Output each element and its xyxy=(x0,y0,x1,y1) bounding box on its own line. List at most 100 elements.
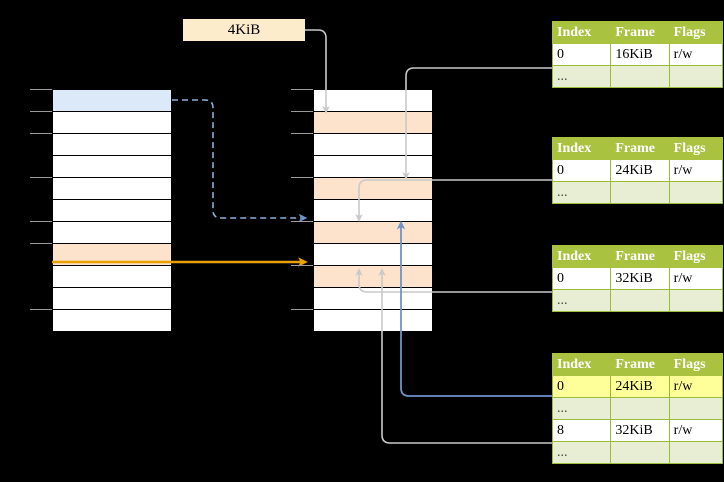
table-cell: 24KiB xyxy=(610,159,670,182)
table-cell xyxy=(610,289,670,312)
memory-cell xyxy=(313,221,433,244)
table-cell: ... xyxy=(551,65,612,88)
table-cell: 32KiB xyxy=(610,267,670,290)
column-header-index: Index xyxy=(551,353,612,376)
memory-cell xyxy=(313,155,433,178)
memory-cell xyxy=(313,199,433,222)
table-cell xyxy=(668,441,724,464)
memory-cell xyxy=(52,265,172,288)
page-size-label: 4KiB xyxy=(183,19,305,41)
memory-cell xyxy=(52,221,172,244)
memory-cell xyxy=(313,177,433,200)
table-cell: 0 xyxy=(551,375,612,398)
memory-cell xyxy=(313,111,433,134)
column-header-frame: Frame xyxy=(610,137,670,160)
table-cell: 0 xyxy=(551,43,612,66)
row-tick xyxy=(30,133,52,134)
page-size-label-text: 4KiB xyxy=(227,22,261,38)
memory-cell xyxy=(52,155,172,178)
column-header-frame: Frame xyxy=(610,21,670,44)
memory-cell xyxy=(313,133,433,156)
table-cell xyxy=(610,397,670,420)
row-tick xyxy=(291,89,313,90)
memory-cell xyxy=(52,177,172,200)
column-header-flags: Flags xyxy=(668,353,724,376)
table-cell: 32KiB xyxy=(610,419,670,442)
memory-cell xyxy=(52,309,172,332)
table-cell: ... xyxy=(551,289,612,312)
table-cell xyxy=(610,181,670,204)
table-cell xyxy=(668,397,724,420)
memory-cell xyxy=(52,199,172,222)
row-tick xyxy=(291,111,313,112)
row-tick xyxy=(291,133,313,134)
table-cell: 0 xyxy=(551,267,612,290)
row-tick xyxy=(291,309,313,310)
memory-cell xyxy=(313,243,433,266)
row-tick xyxy=(30,177,52,178)
table-cell xyxy=(610,441,670,464)
table-row: ... xyxy=(551,65,724,88)
table-cell xyxy=(668,289,724,312)
memory-cell xyxy=(313,89,433,112)
table-row: ... xyxy=(551,397,724,420)
row-tick xyxy=(30,89,52,90)
table-cell: r/w xyxy=(668,375,724,398)
table-cell: r/w xyxy=(668,159,724,182)
memory-cell xyxy=(313,309,433,332)
row-tick xyxy=(291,265,313,266)
column-header-flags: Flags xyxy=(668,137,724,160)
row-tick xyxy=(291,177,313,178)
column-header-index: Index xyxy=(551,245,612,268)
table-row: ... xyxy=(551,181,724,204)
table-cell: ... xyxy=(551,441,612,464)
column-header-frame: Frame xyxy=(610,353,670,376)
wire-virt-page-dashed xyxy=(172,99,308,223)
table-row: ... xyxy=(551,441,724,464)
memory-cell xyxy=(313,265,433,288)
table-cell: 0 xyxy=(551,159,612,182)
table-row: ... xyxy=(551,289,724,312)
row-tick xyxy=(30,309,52,310)
row-tick xyxy=(291,221,313,222)
virtual-address-space-stack xyxy=(52,89,172,332)
memory-cell xyxy=(52,111,172,134)
column-header-flags: Flags xyxy=(668,21,724,44)
memory-cell xyxy=(52,243,172,266)
row-tick xyxy=(30,111,52,112)
table-cell: ... xyxy=(551,181,612,204)
physical-memory-stack xyxy=(313,89,433,332)
table-cell: 24KiB xyxy=(610,375,670,398)
table-cell: r/w xyxy=(668,419,724,442)
row-tick xyxy=(30,221,52,222)
memory-cell xyxy=(52,89,172,112)
table-cell: r/w xyxy=(668,43,724,66)
memory-cell xyxy=(52,287,172,310)
table-cell xyxy=(610,65,670,88)
table-cell xyxy=(668,181,724,204)
table-cell: ... xyxy=(551,397,612,420)
column-header-flags: Flags xyxy=(668,245,724,268)
table-cell: 8 xyxy=(551,419,612,442)
column-header-index: Index xyxy=(551,21,612,44)
column-header-frame: Frame xyxy=(610,245,670,268)
memory-cell xyxy=(313,287,433,310)
table-cell: 16KiB xyxy=(610,43,670,66)
memory-cell xyxy=(52,133,172,156)
row-tick xyxy=(30,243,52,244)
table-cell: r/w xyxy=(668,267,724,290)
